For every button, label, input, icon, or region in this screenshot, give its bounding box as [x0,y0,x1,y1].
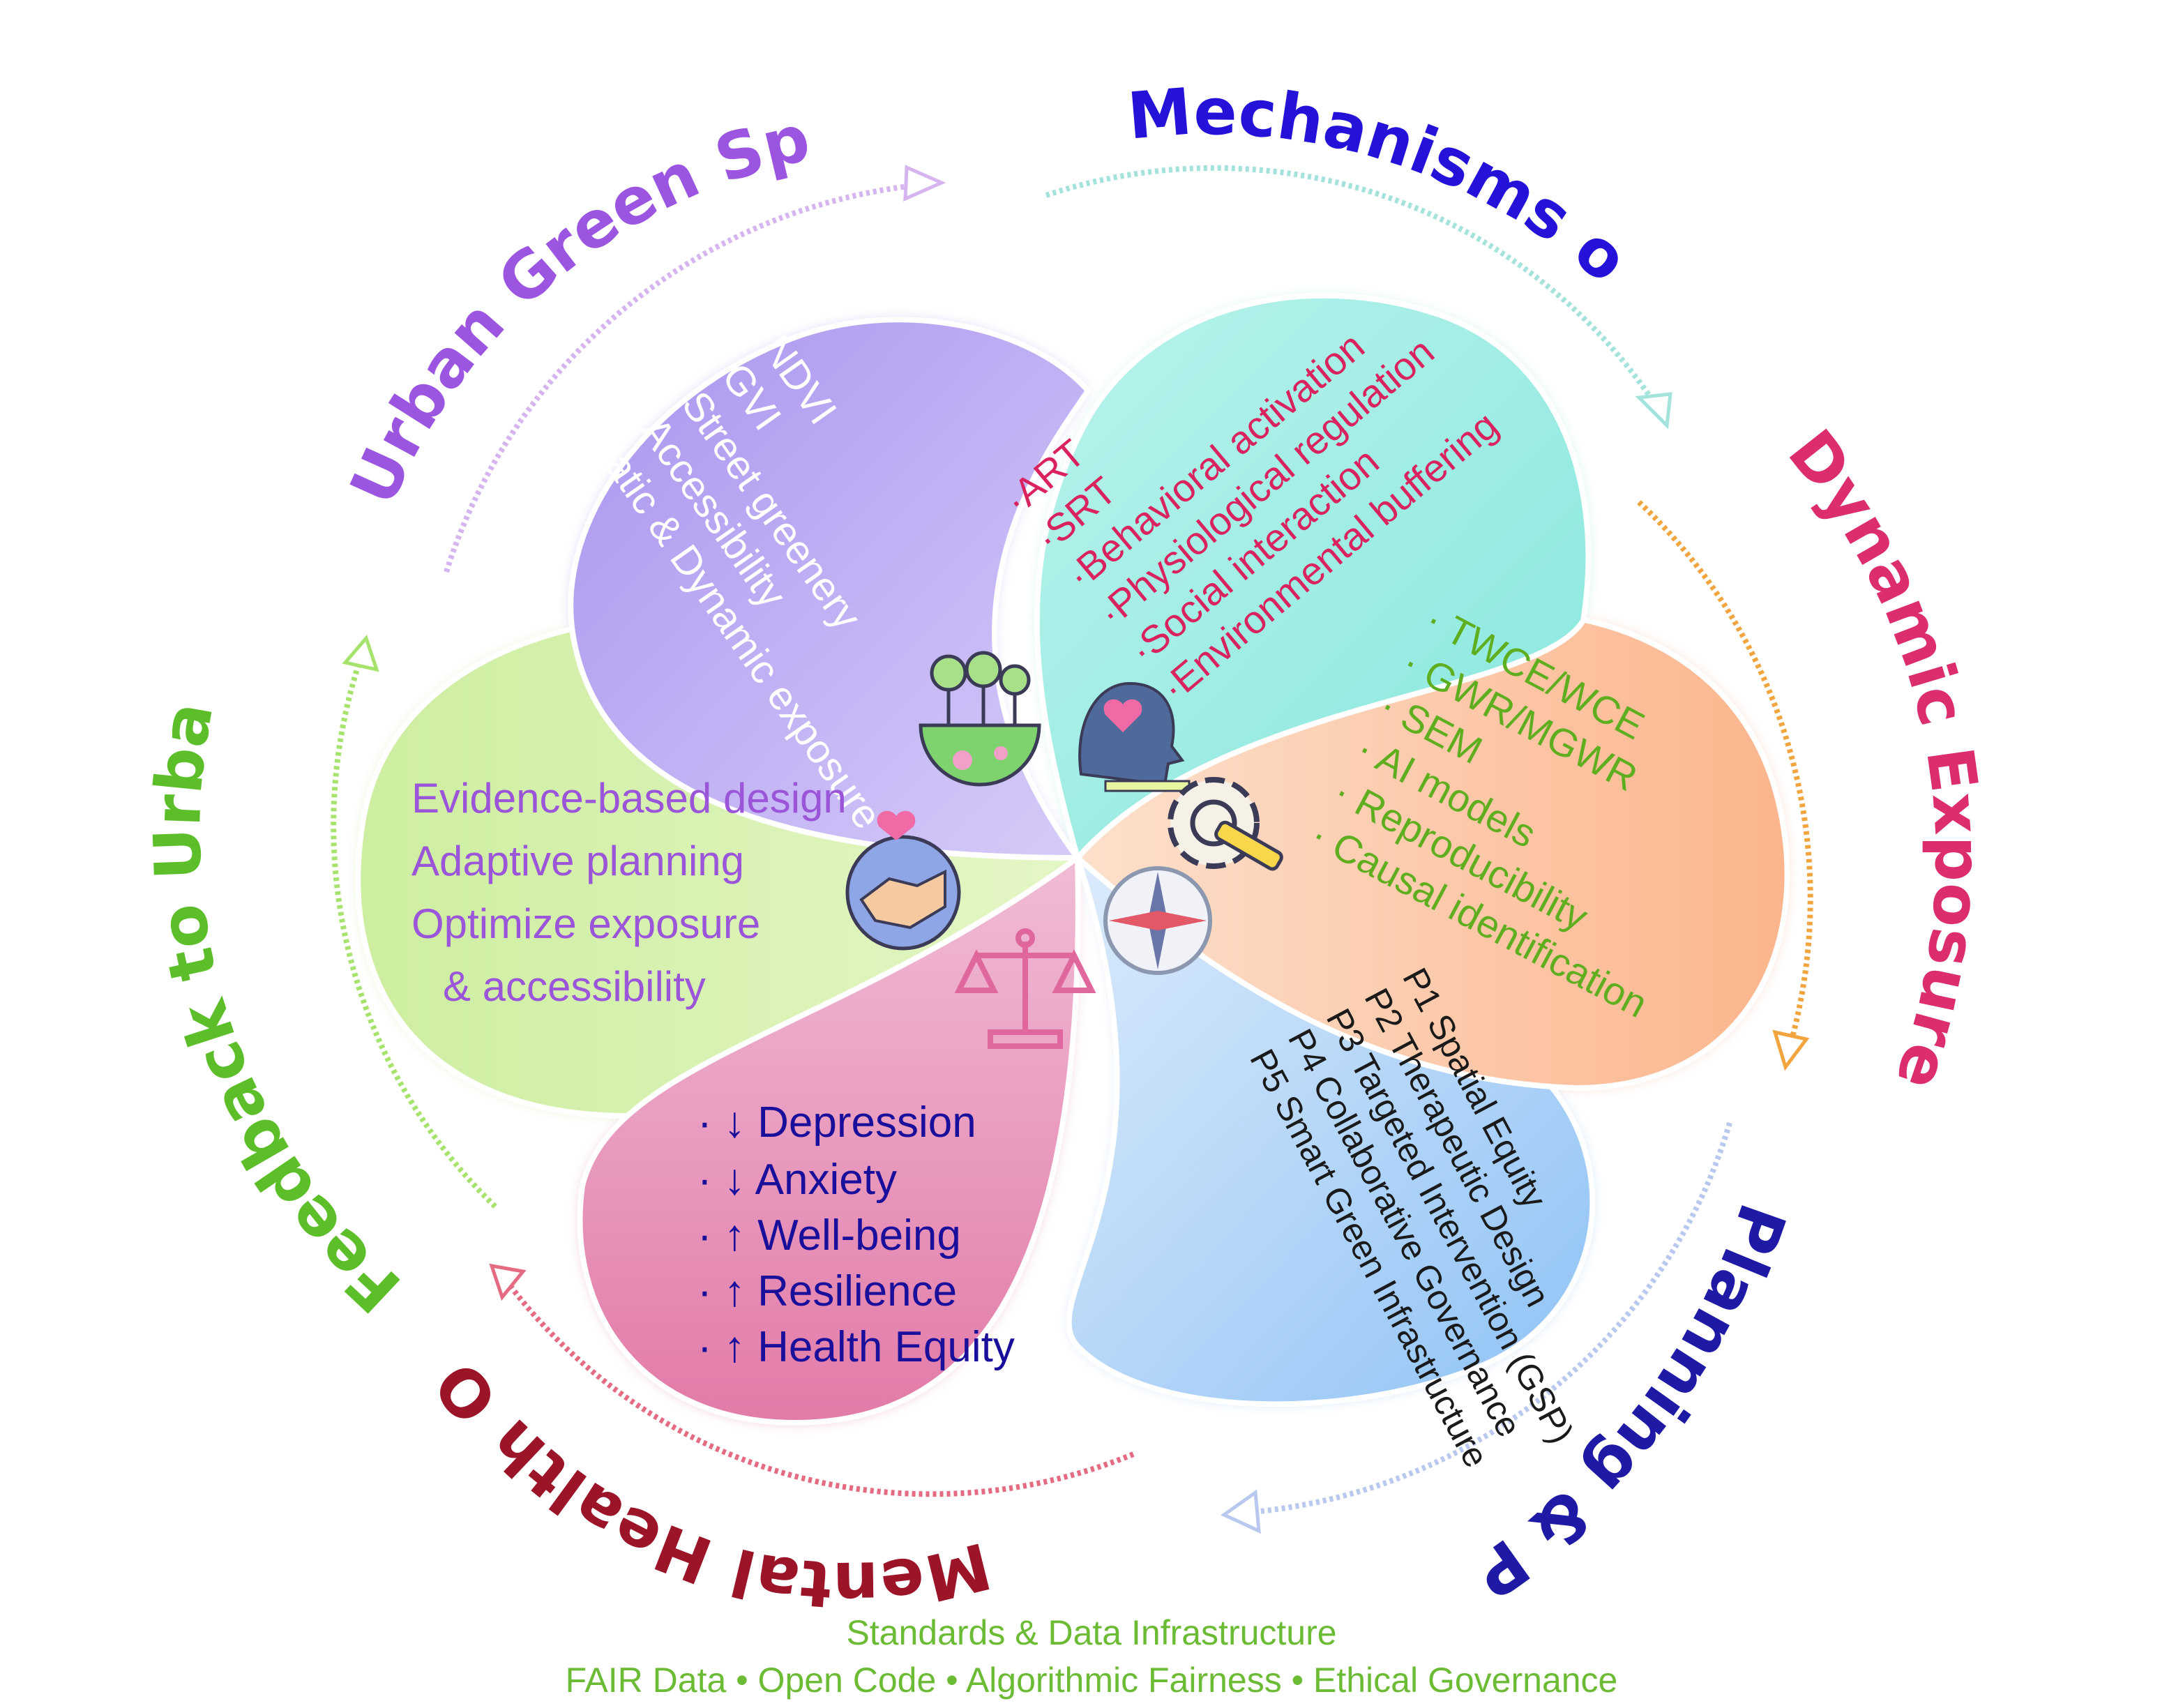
mind-heart-icon [1078,681,1191,792]
petal-pink [577,852,1081,1426]
arrow-ugs-to-mechanisms [444,182,921,573]
arrow-outcomes-to-feedback [503,1278,1135,1497]
outcomes-item: · ↑ Health Equity [697,1323,1015,1371]
arrow-feedback-to-ugs [331,651,497,1209]
arrow-mechanisms-to-exposure [1045,165,1663,414]
petals [355,292,1790,1426]
outcomes-item: · ↑ Well-being [697,1211,961,1260]
globe-trees-icon [919,651,1041,787]
footer-title: Standards & Data Infrastructure [846,1613,1337,1652]
feedback-item: Evidence-based design [411,775,847,822]
petal-teal [1034,292,1592,864]
arrowhead-exposure [1635,392,1672,430]
arrowhead-outcomes [1221,1489,1261,1534]
outcomes-list: · ↓ Depression · ↓ Anxiety · ↑ Well-bein… [697,1098,1015,1371]
handshake-icon [845,810,961,951]
outcomes-item: · ↓ Depression [697,1098,976,1147]
arrowhead-mechanisms [903,165,946,202]
arrowhead-planning [1772,1029,1810,1071]
scales-icon [954,928,1096,1049]
ugs-list: · NDVI · GVI · Street greenery · Accessi… [575,307,891,837]
arrowhead-feedback [489,1263,527,1301]
title-mechanisms: Mechanisms of Action [0,0,1642,297]
arrow-planning-to-outcomes [1234,1121,1732,1516]
footer-subtitle: FAIR Data • Open Code • Algorithmic Fair… [565,1661,1618,1700]
compass-icon [1103,866,1212,975]
arrowhead-ugs [342,635,379,672]
outcomes-item: · ↑ Resilience [697,1267,957,1315]
feedback-item: Adaptive planning [411,838,744,884]
petal-purple [568,317,1092,861]
feedback-list: Evidence-based design Adaptive planning … [411,775,847,1010]
cycle-arrows [331,165,1813,1534]
title-mechanisms-text: Mechanisms of Action [0,0,1642,297]
gear-wrench-icon [1168,777,1283,871]
outcomes-item: · ↓ Anxiety [697,1156,897,1204]
feedback-item: Optimize exposure [411,900,760,947]
feedback-item: & accessibility [443,963,706,1010]
